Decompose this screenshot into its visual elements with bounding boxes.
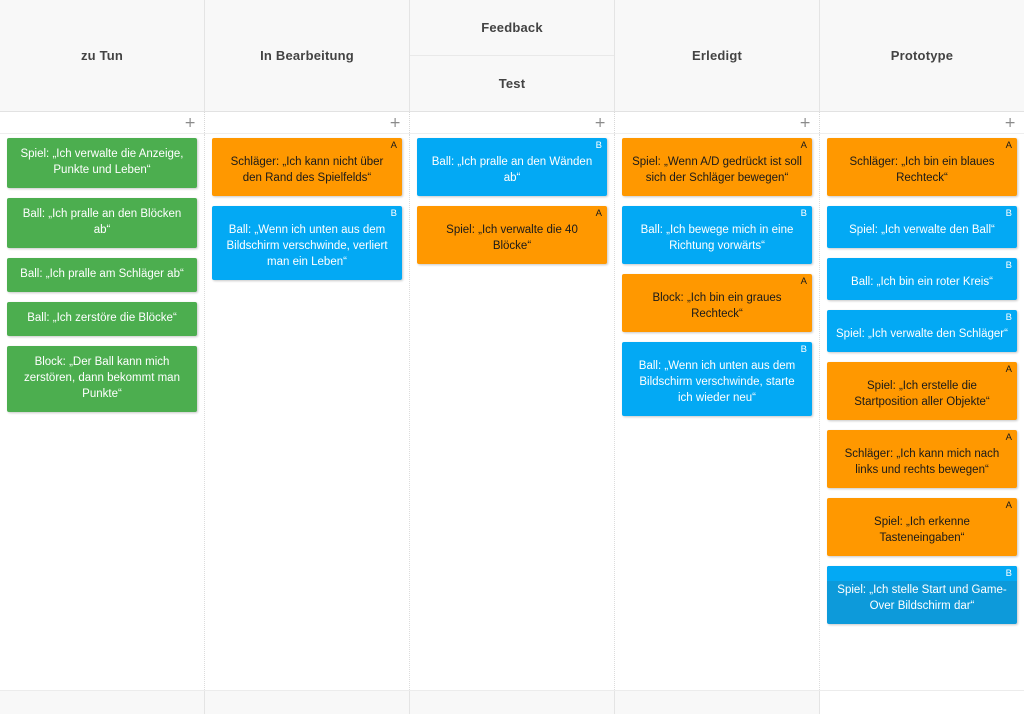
footer-cell-zu-tun [0,691,205,714]
card-priority-badge: B [595,140,602,151]
card[interactable]: B Spiel: „Ich verwalte den Ball“ [827,206,1017,248]
card-text: Spiel: „Ich erkenne Tasteneingaben“ [874,516,970,544]
card-text: Spiel: „Ich stelle Start und Game-Over B… [837,584,1007,612]
card[interactable]: A Block: „Ich bin ein graues Rechteck“ [622,274,812,332]
card-text: Spiel: „Ich verwalte die 40 Blöcke“ [446,224,578,252]
card-text: Spiel: „Ich erstelle die Startposition a… [854,380,990,408]
card[interactable]: A Schläger: „Ich kann mich nach links und… [827,430,1017,488]
card-priority-badge: A [1005,432,1012,443]
column-header-in-bearbeitung[interactable]: In Bearbeitung [205,0,410,111]
card-text: Ball: „Wenn ich unten aus dem Bildschirm… [226,224,388,268]
card[interactable]: B Spiel: „Ich stelle Start und Game-Over … [827,566,1017,624]
card-text: Spiel: „Wenn A/D gedrückt ist soll sich … [632,156,802,184]
column-title: Prototype [890,47,954,63]
column-title: zu Tun [80,47,124,63]
add-cell-zu-tun: + [0,112,205,133]
column-header-prototype[interactable]: Prototype [820,0,1024,111]
card[interactable]: A Schläger: „Ich kann nicht über den Rand… [212,138,402,196]
column-subtitle: Test [498,75,526,91]
column-title: In Bearbeitung [260,47,354,63]
board-columns: Spiel: „Ich verwalte die Anzeige, Punkte… [0,134,1024,690]
plus-icon[interactable]: + [184,114,196,131]
add-cell-prototype: + [820,112,1024,133]
column-header-erledigt[interactable]: Erledigt [615,0,820,111]
column-header-zu-tun[interactable]: zu Tun [0,0,205,111]
card[interactable]: A Spiel: „Wenn A/D gedrückt ist soll sich… [622,138,812,196]
card[interactable]: Spiel: „Ich verwalte die Anzeige, Punkte… [7,138,197,188]
card[interactable]: B Ball: „Wenn ich unten aus dem Bildschir… [622,342,812,416]
card-priority-badge: B [800,344,807,355]
column-header-feedback[interactable]: Feedback Test [410,0,615,111]
card-text: Ball: „Ich pralle an den Wänden ab“ [431,156,593,184]
card-header-strip [827,566,1017,581]
card[interactable]: A Spiel: „Ich erkenne Tasteneingaben“ [827,498,1017,556]
card[interactable]: B Spiel: „Ich verwalte den Schläger“ [827,310,1017,352]
card-text: Spiel: „Ich verwalte die Anzeige, Punkte… [20,148,184,176]
card-priority-badge: A [390,140,397,151]
card-priority-badge: A [595,208,602,219]
card-priority-badge: B [1005,312,1012,323]
card[interactable]: Ball: „Ich pralle an den Blöcken ab“ [7,198,197,248]
card[interactable]: Ball: „Ich zerstöre die Blöcke“ [7,302,197,336]
card-text: Block: „Ich bin ein graues Rechteck“ [652,292,782,320]
card-text: Schläger: „Ich bin ein blaues Rechteck“ [849,156,995,184]
column-zu-tun: Spiel: „Ich verwalte die Anzeige, Punkte… [0,134,205,690]
card-priority-badge: A [1005,364,1012,375]
card[interactable]: Block: „Der Ball kann mich zerstören, da… [7,346,197,412]
card-text: Spiel: „Ich verwalte den Ball“ [849,224,995,236]
board-header: zu Tun In Bearbeitung Feedback Test Erle… [0,0,1024,112]
card[interactable]: A Spiel: „Ich verwalte die 40 Blöcke“ [417,206,607,264]
column-in-bearbeitung: A Schläger: „Ich kann nicht über den Rand… [205,134,410,690]
card-priority-badge: B [800,208,807,219]
card-priority-badge: A [1005,140,1012,151]
add-cell-erledigt: + [615,112,820,133]
add-cell-feedback: + [410,112,615,133]
card-text: Spiel: „Ich verwalte den Schläger“ [836,328,1008,340]
card[interactable]: Ball: „Ich pralle am Schläger ab“ [7,258,197,292]
plus-icon[interactable]: + [799,114,811,131]
card-text: Ball: „Ich bewege mich in eine Richtung … [640,224,794,252]
add-cell-in-bearbeitung: + [205,112,410,133]
column-header-feedback-test[interactable]: Test [410,56,614,111]
plus-icon[interactable]: + [1004,114,1016,131]
card-priority-badge: B [1005,208,1012,219]
card-priority-badge: B [1005,260,1012,271]
card[interactable]: B Ball: „Ich bewege mich in eine Richtung… [622,206,812,264]
card-text: Ball: „Ich bin ein roter Kreis“ [851,276,993,288]
footer-cell-feedback [410,691,615,714]
card-text: Schläger: „Ich kann nicht über den Rand … [230,156,384,184]
card[interactable]: A Schläger: „Ich bin ein blaues Rechteck“ [827,138,1017,196]
plus-icon[interactable]: + [594,114,606,131]
card-text: Schläger: „Ich kann mich nach links und … [844,448,1000,476]
column-title: Erledigt [692,47,742,63]
board-footer [0,690,1024,714]
card[interactable]: B Ball: „Ich bin ein roter Kreis“ [827,258,1017,300]
footer-cell-in-bearbeitung [205,691,410,714]
card-priority-badge: B [1005,568,1012,579]
card-text: Ball: „Ich pralle am Schläger ab“ [20,268,184,280]
card[interactable]: A Spiel: „Ich erstelle die Startposition … [827,362,1017,420]
add-card-row: + + + + + [0,112,1024,134]
card-text: Ball: „Ich pralle an den Blöcken ab“ [22,208,182,236]
card-priority-badge: B [390,208,397,219]
card-text: Ball: „Wenn ich unten aus dem Bildschirm… [638,360,796,404]
column-header-feedback-top[interactable]: Feedback [410,0,614,56]
column-prototype: A Schläger: „Ich bin ein blaues Rechteck“… [820,134,1024,690]
card-priority-badge: A [800,140,807,151]
footer-cell-prototype [820,691,1024,714]
card-text: Block: „Der Ball kann mich zerstören, da… [24,356,180,400]
footer-cell-erledigt [615,691,820,714]
card-text: Ball: „Ich zerstöre die Blöcke“ [27,312,177,324]
column-erledigt: A Spiel: „Wenn A/D gedrückt ist soll sich… [615,134,820,690]
plus-icon[interactable]: + [389,114,401,131]
card-priority-badge: A [1005,500,1012,511]
column-title: Feedback [481,19,543,35]
card-priority-badge: A [800,276,807,287]
